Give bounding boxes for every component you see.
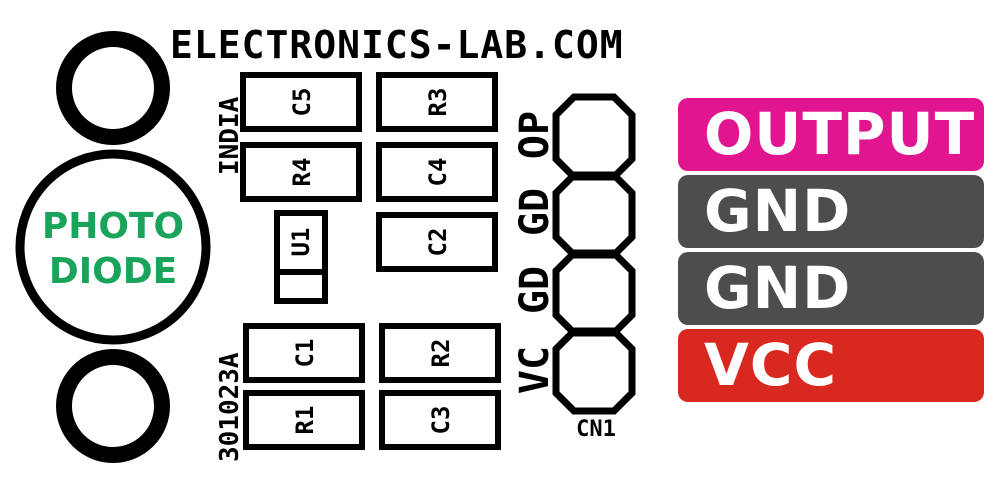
u1-label: U1 — [287, 228, 315, 257]
c1-label: C1 — [291, 339, 319, 368]
c4-outline — [376, 142, 498, 202]
r2-outline — [379, 323, 501, 383]
r1-outline — [243, 390, 365, 450]
pin-label-output: OUTPUT — [678, 98, 984, 171]
board-title: ELECTRONICS-LAB.COM — [170, 23, 624, 67]
r3-label: R3 — [424, 88, 452, 117]
pin-label-gnd-2: GND — [678, 252, 984, 325]
cn1-pad-4 — [552, 327, 636, 415]
pin-name-vc: VC — [512, 346, 558, 394]
c4-label: C4 — [424, 158, 452, 187]
c1-outline — [243, 323, 365, 383]
r1-label: R1 — [291, 406, 319, 435]
c3-outline — [379, 390, 501, 450]
cn1-pad-2 — [552, 171, 636, 259]
side-text-code: 301023A — [215, 352, 245, 462]
cn1-pad-1 — [552, 93, 636, 181]
u1-outline — [274, 210, 328, 304]
r4-label: R4 — [288, 158, 316, 187]
connector-name: CN1 — [576, 417, 616, 442]
c5-outline — [240, 72, 362, 132]
pin-name-op: OP — [512, 111, 558, 159]
mounting-hole-top — [56, 31, 170, 145]
photodiode-label-line2: DIODE — [49, 251, 177, 292]
c3-label: C3 — [427, 406, 455, 435]
pin-name-gd-1: GD — [512, 188, 558, 236]
photodiode-outline — [15, 149, 211, 345]
photodiode-label-line1: PHOTO — [42, 206, 184, 247]
cn1-pad-3 — [552, 249, 636, 337]
mounting-hole-bottom — [56, 349, 170, 463]
r3-outline — [376, 72, 498, 132]
r4-outline — [240, 142, 362, 202]
c2-outline — [376, 212, 498, 272]
pin-name-gd-2: GD — [512, 266, 558, 314]
pin-label-vcc: VCC — [678, 329, 984, 402]
pin-label-gnd-1: GND — [678, 175, 984, 248]
c2-label: C2 — [424, 228, 452, 257]
r2-label: R2 — [427, 339, 455, 368]
c5-label: C5 — [288, 88, 316, 117]
